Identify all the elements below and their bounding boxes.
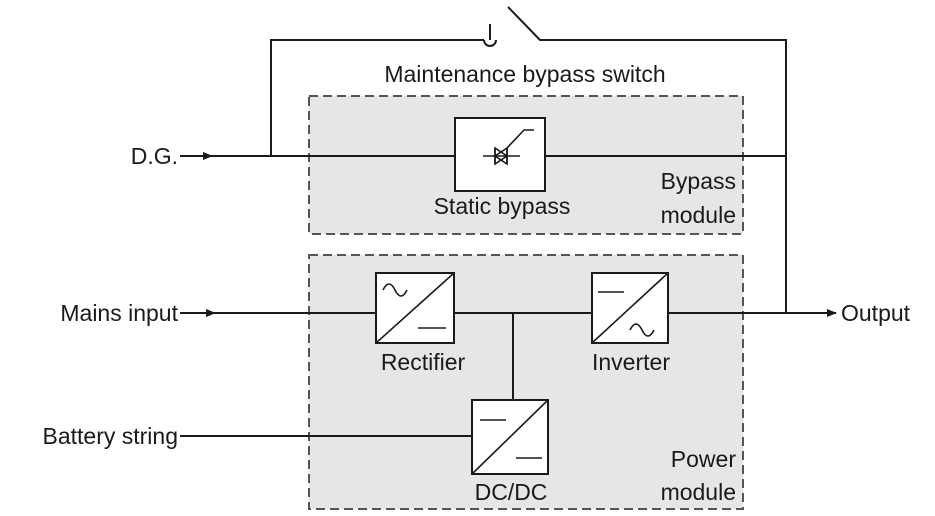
rectifier-block [375,272,455,344]
inverter-block [591,272,669,344]
inverter-label: Inverter [592,349,670,375]
dg-label: D.G. [131,143,178,169]
static-bypass-label: Static bypass [434,193,571,219]
dcdc-label: DC/DC [475,479,548,505]
power-module-label-1: Power [671,446,737,472]
output-label: Output [841,300,911,326]
maintenance-bypass-switch [270,6,787,156]
dcdc-block [471,399,549,475]
mains-input-label: Mains input [60,300,178,326]
bypass-module-label-2: module [661,202,736,228]
maintenance-switch-label: Maintenance bypass switch [384,61,665,87]
rectifier-label: Rectifier [381,349,466,375]
power-module-label-2: module [661,479,736,505]
bypass-module-label-1: Bypass [661,168,736,194]
battery-string-label: Battery string [43,423,179,449]
static-bypass-block [454,117,546,192]
